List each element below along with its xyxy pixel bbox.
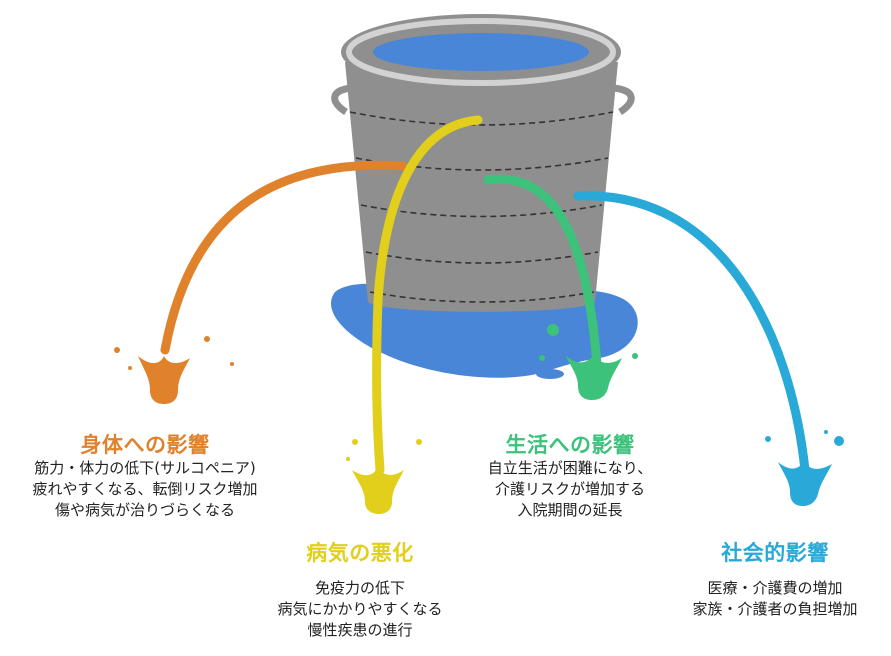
life-title: 生活への影響 [505, 433, 635, 457]
disease-splash [352, 466, 404, 514]
puddle-drop [536, 369, 564, 379]
body-splash [138, 356, 190, 404]
disease-stream [372, 115, 483, 475]
social-splash [778, 460, 832, 506]
social-stream [573, 191, 810, 475]
life-line: 入院期間の延長 [517, 501, 623, 519]
life-line: 介護リスクが増加する [494, 480, 645, 498]
body-effects-line: 傷や病気が治りづらくなる [54, 501, 235, 519]
body-effects-line: 疲れやすくなる、転倒リスク増加 [32, 480, 258, 498]
life-line: 自立生活が困難になり、 [487, 459, 653, 477]
disease-line: 免疫力の低下 [314, 579, 405, 597]
disease-droplets [346, 439, 422, 461]
disease-title: 病気の悪化 [306, 541, 414, 565]
body-stream [160, 160, 408, 355]
body-droplets [114, 336, 234, 370]
life-block: 生活への影響 自立生活が困難になり、 介護リスクが増加する 入院期間の延長 [455, 432, 685, 521]
disease-block: 病気の悪化 免疫力の低下 病気にかかりやすくなる 慢性疾患の進行 [235, 540, 485, 641]
body-effects-line: 筋力・体力の低下(サルコペニア) [34, 459, 256, 477]
life-stream [483, 174, 603, 385]
life-droplets [539, 324, 638, 361]
social-title: 社会的影響 [721, 541, 829, 565]
social-line: 医療・介護費の増加 [707, 579, 843, 597]
social-line: 家族・介護者の負担増加 [692, 600, 858, 618]
disease-line: 慢性疾患の進行 [307, 621, 413, 639]
bucket-handle [331, 84, 353, 115]
body-effects-title: 身体への影響 [80, 433, 210, 457]
social-block: 社会的影響 医療・介護費の増加 家族・介護者の負担増加 [670, 540, 880, 620]
bucket-body [345, 62, 618, 312]
disease-line: 病気にかかりやすくなる [277, 600, 443, 618]
body-effects-block: 身体への影響 筋力・体力の低下(サルコペニア) 疲れやすくなる、転倒リスク増加 … [0, 432, 290, 521]
social-droplets [765, 430, 844, 446]
bucket-water [373, 33, 589, 71]
life-splash [565, 354, 622, 400]
